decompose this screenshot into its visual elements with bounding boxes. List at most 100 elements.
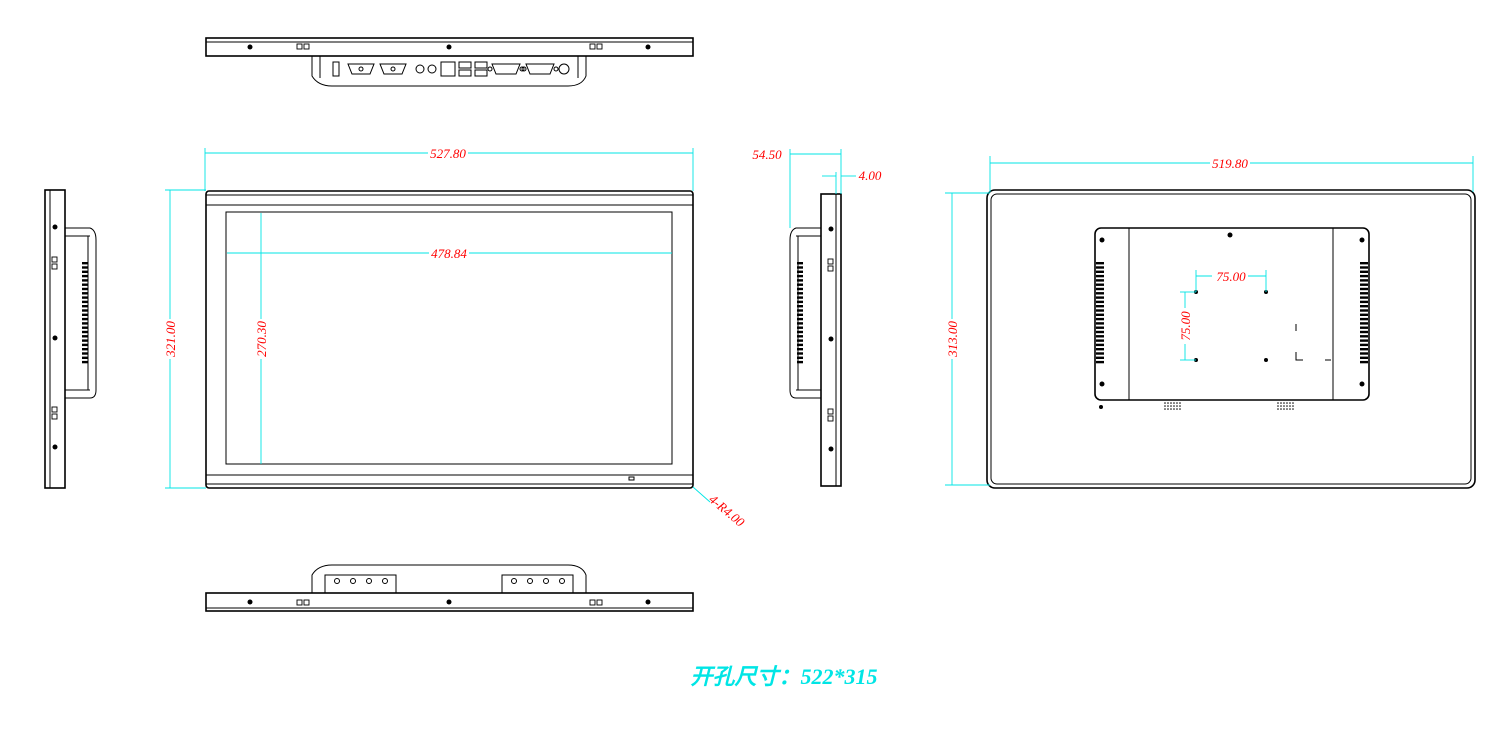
vent-slot [1096, 326, 1104, 329]
speaker-hole [1164, 405, 1166, 407]
vent-slot [1096, 274, 1104, 278]
vent-slot [797, 317, 803, 321]
vent-slot [1360, 300, 1368, 304]
vent-slot [797, 339, 803, 342]
vent-slot [82, 292, 88, 295]
vent-slot [797, 274, 803, 278]
vent-slot [1360, 322, 1368, 325]
speaker-hole [1167, 402, 1169, 404]
vent-slot [82, 335, 88, 338]
vent-slot [82, 360, 88, 364]
depth-label: 54.50 [752, 147, 782, 162]
vent-slot [1360, 279, 1368, 282]
vent-slot [82, 279, 88, 282]
vent-slot [1360, 326, 1368, 329]
vent-slot [1360, 296, 1368, 299]
speaker-hole [1164, 408, 1166, 410]
vent-slot [1096, 279, 1104, 282]
vent-slot [1096, 330, 1104, 334]
vent-slot [82, 317, 88, 321]
vent-slot [82, 266, 88, 269]
vent-slot [82, 313, 88, 316]
vent-slot [797, 360, 803, 364]
vent-slot [82, 305, 88, 308]
vent-slot [82, 326, 88, 329]
speaker-hole [1170, 402, 1172, 404]
vent-slot [1096, 266, 1104, 269]
speaker-hole [1289, 408, 1291, 410]
speaker-hole [1286, 402, 1288, 404]
vent-slot [797, 300, 803, 304]
vent-slot [797, 262, 803, 265]
vent-slot [1096, 313, 1104, 316]
speaker-hole [1286, 405, 1288, 407]
bottom-view [205, 564, 694, 612]
speaker-hole [1289, 402, 1291, 404]
vent-slot [1360, 292, 1368, 295]
speaker-hole [1173, 402, 1175, 404]
speaker-hole [1292, 402, 1294, 404]
vent-slot [1096, 283, 1104, 286]
vent-slot [1360, 262, 1368, 265]
front-view [205, 190, 694, 489]
speaker-hole [1167, 405, 1169, 407]
vent-slot [1096, 270, 1104, 273]
vent-slot [82, 270, 88, 273]
screen-width-label: 478.84 [431, 246, 467, 261]
vesa-horizontal-label: 75.00 [1216, 269, 1246, 284]
vent-slot [82, 330, 88, 334]
vent-slot [797, 270, 803, 273]
vent-slot [1360, 266, 1368, 269]
vent-slot [1096, 343, 1104, 347]
vent-slot [1096, 287, 1104, 291]
vent-slot [797, 356, 803, 359]
vent-slot [1360, 313, 1368, 316]
vent-slot [1360, 348, 1368, 351]
vent-slot [82, 296, 88, 299]
screen-height-label: 270.30 [254, 321, 269, 357]
speaker-hole [1173, 408, 1175, 410]
speaker-hole [1277, 408, 1279, 410]
speaker-hole [1283, 405, 1285, 407]
vent-slot [1096, 305, 1104, 308]
vent-slot [82, 283, 88, 286]
speaker-hole [1286, 408, 1288, 410]
vent-slot [797, 279, 803, 282]
vent-slot [797, 348, 803, 351]
vent-slot [1360, 352, 1368, 355]
vent-slot [82, 348, 88, 351]
vent-slot [797, 352, 803, 355]
speaker-hole [1170, 408, 1172, 410]
corner-radius-label: 4-R4.00 [706, 491, 748, 530]
speaker-hole [1277, 405, 1279, 407]
vent-slot [1096, 352, 1104, 355]
vent-slot [1360, 305, 1368, 308]
back-view [986, 189, 1476, 489]
dimension-lines [165, 148, 1474, 503]
vent-slot [82, 262, 88, 265]
speaker-hole [1277, 402, 1279, 404]
speaker-hole [1167, 408, 1169, 410]
speaker-hole [1176, 408, 1178, 410]
vent-slot [1096, 356, 1104, 359]
vent-slot [1096, 300, 1104, 304]
vent-slot [1360, 317, 1368, 321]
vent-slot [797, 287, 803, 291]
vent-slot [82, 343, 88, 347]
vent-slot [82, 356, 88, 359]
vent-slot [797, 343, 803, 347]
speaker-hole [1179, 408, 1181, 410]
speaker-hole [1176, 402, 1178, 404]
back-height-label: 313.00 [945, 321, 960, 358]
vent-slot [82, 352, 88, 355]
cutout-size-note: 开孔尺寸：522*315 [690, 664, 877, 689]
vent-slot [1360, 335, 1368, 338]
vent-slot [1360, 309, 1368, 312]
vent-slot [1360, 339, 1368, 342]
speaker-hole [1176, 405, 1178, 407]
vent-slot [797, 326, 803, 329]
vent-slot [1096, 309, 1104, 312]
vent-slot [1096, 262, 1104, 265]
vent-slot [82, 274, 88, 278]
vent-slot [1096, 317, 1104, 321]
